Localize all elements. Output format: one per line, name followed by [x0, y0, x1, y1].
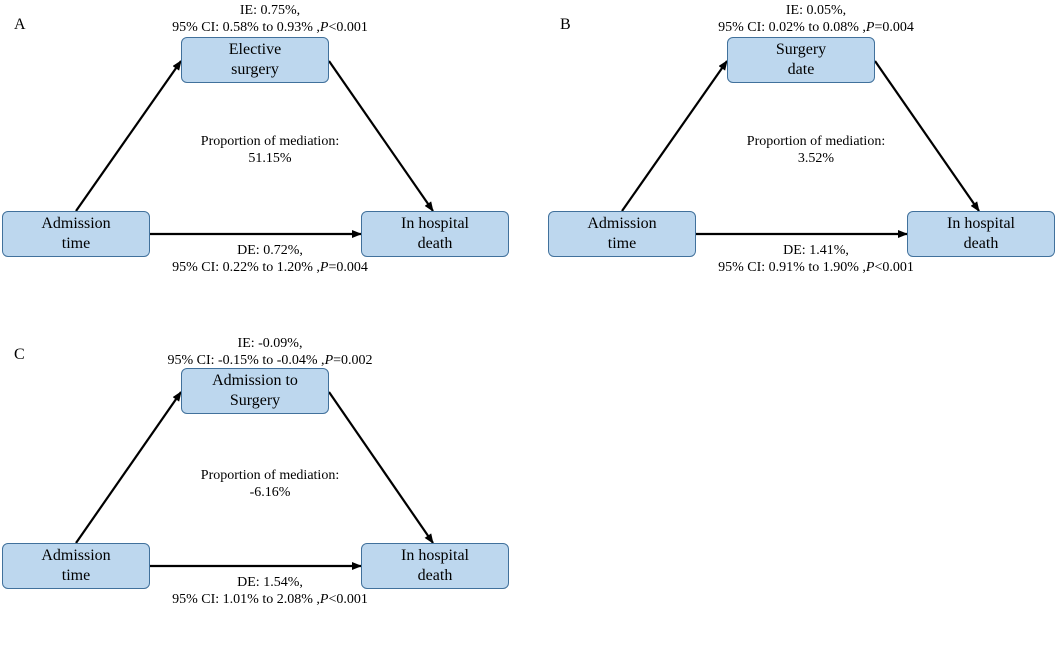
mediator-node: Surgery date — [727, 37, 875, 83]
mediation-proportion-label: Proportion of mediation: 3.52% — [676, 133, 956, 167]
exposure-node: Admission time — [2, 211, 150, 257]
de-p-letter: P — [319, 592, 329, 607]
mediator-node: Elective surgery — [181, 37, 329, 83]
arrows-layer — [621, 60, 980, 238]
arrow-top-to-right — [874, 60, 980, 212]
arrow-left-to-top — [75, 60, 182, 212]
ie-ci: 95% CI: 0.58% to 0.93% , — [172, 20, 320, 35]
de-value: DE: 0.72%, — [237, 243, 303, 258]
ie-value: IE: 0.05%, — [785, 3, 847, 18]
direct-effect-label: DE: 0.72%, 95% CI: 0.22% to 1.20% ,P=0.0… — [100, 242, 440, 276]
node-line-2: death — [963, 235, 999, 252]
indirect-effect-label: IE: 0.75%, 95% CI: 0.58% to 0.93% ,P<0.0… — [100, 2, 440, 36]
ie-ci: 95% CI: -0.15% to -0.04% , — [167, 353, 325, 368]
node-line-2: time — [61, 567, 91, 584]
de-ci: 95% CI: 1.01% to 2.08% , — [172, 592, 320, 607]
mediation-value: -6.16% — [249, 485, 291, 500]
node-line-2: date — [787, 61, 815, 78]
mediation-panel-a: A IE: 0.75%, 95% CI: 0.58% to 0.93% ,P<0… — [0, 0, 540, 310]
outcome-node: In hospital death — [361, 211, 509, 257]
ie-p-letter: P — [324, 353, 334, 368]
outcome-node: In hospital death — [361, 543, 509, 589]
node-line-1: Admission — [587, 215, 657, 232]
de-p-letter: P — [319, 260, 329, 275]
ie-p-value: <0.001 — [328, 20, 368, 35]
node-line-1: In hospital — [401, 547, 469, 564]
ie-p-letter: P — [319, 20, 329, 35]
arrow-left-to-top — [75, 391, 182, 544]
mediation-panel-b: B IE: 0.05%, 95% CI: 0.02% to 0.08% ,P=0… — [546, 0, 1056, 310]
mediation-label: Proportion of mediation: — [200, 134, 340, 149]
direct-effect-label: DE: 1.41%, 95% CI: 0.91% to 1.90% ,P<0.0… — [646, 242, 986, 276]
mediation-proportion-label: Proportion of mediation: -6.16% — [130, 467, 410, 501]
de-p-value: =0.004 — [328, 260, 368, 275]
mediation-value: 51.15% — [248, 151, 292, 166]
indirect-effect-label: IE: 0.05%, 95% CI: 0.02% to 0.08% ,P=0.0… — [646, 2, 986, 36]
node-line-1: Admission — [41, 547, 111, 564]
node-line-1: In hospital — [947, 215, 1015, 232]
de-ci-line: 95% CI: 0.91% to 1.90% ,P<0.001 — [646, 259, 986, 276]
node-line-1: Admission to — [212, 372, 298, 389]
node-line-2: surgery — [231, 61, 279, 78]
node-line-2: death — [417, 567, 453, 584]
arrow-top-to-right — [328, 60, 434, 212]
arrow-top-to-right — [328, 391, 434, 544]
de-value: DE: 1.41%, — [783, 243, 849, 258]
node-line-2: Surgery — [229, 392, 281, 409]
panel-letter: A — [14, 16, 26, 33]
node-line-2: time — [607, 235, 637, 252]
node-line-1: Surgery — [775, 41, 827, 58]
ie-ci-line: 95% CI: 0.58% to 0.93% ,P<0.001 — [100, 19, 440, 36]
node-line-2: time — [61, 235, 91, 252]
indirect-effect-label: IE: -0.09%, 95% CI: -0.15% to -0.04% ,P=… — [100, 335, 440, 369]
node-line-1: Elective — [228, 41, 282, 58]
ie-p-letter: P — [865, 20, 875, 35]
ie-ci-line: 95% CI: -0.15% to -0.04% ,P=0.002 — [100, 352, 440, 369]
mediation-value: 3.52% — [797, 151, 835, 166]
ie-ci: 95% CI: 0.02% to 0.08% , — [718, 20, 866, 35]
de-value: DE: 1.54%, — [237, 575, 303, 590]
mediator-node: Admission to Surgery — [181, 368, 329, 414]
mediation-label: Proportion of mediation: — [200, 468, 340, 483]
arrow-left-to-top — [621, 60, 728, 212]
node-line-1: In hospital — [401, 215, 469, 232]
de-ci-line: 95% CI: 1.01% to 2.08% ,P<0.001 — [100, 591, 440, 608]
ie-value: IE: -0.09%, — [237, 336, 303, 351]
ie-value: IE: 0.75%, — [239, 3, 301, 18]
mediation-proportion-label: Proportion of mediation: 51.15% — [130, 133, 410, 167]
exposure-node: Admission time — [548, 211, 696, 257]
mediation-panel-c: C IE: -0.09%, 95% CI: -0.15% to -0.04% ,… — [0, 335, 540, 645]
de-p-letter: P — [865, 260, 875, 275]
mediation-label: Proportion of mediation: — [746, 134, 886, 149]
exposure-node: Admission time — [2, 543, 150, 589]
de-p-value: <0.001 — [328, 592, 368, 607]
arrows-layer — [75, 60, 434, 238]
de-ci-line: 95% CI: 0.22% to 1.20% ,P=0.004 — [100, 259, 440, 276]
de-p-value: <0.001 — [874, 260, 914, 275]
panel-letter: C — [14, 346, 25, 363]
panel-letter: B — [560, 16, 571, 33]
ie-p-value: =0.004 — [874, 20, 914, 35]
node-line-2: death — [417, 235, 453, 252]
direct-effect-label: DE: 1.54%, 95% CI: 1.01% to 2.08% ,P<0.0… — [100, 574, 440, 608]
node-line-1: Admission — [41, 215, 111, 232]
ie-ci-line: 95% CI: 0.02% to 0.08% ,P=0.004 — [646, 19, 986, 36]
de-ci: 95% CI: 0.91% to 1.90% , — [718, 260, 866, 275]
arrows-layer — [75, 391, 434, 570]
ie-p-value: =0.002 — [333, 353, 373, 368]
de-ci: 95% CI: 0.22% to 1.20% , — [172, 260, 320, 275]
outcome-node: In hospital death — [907, 211, 1055, 257]
